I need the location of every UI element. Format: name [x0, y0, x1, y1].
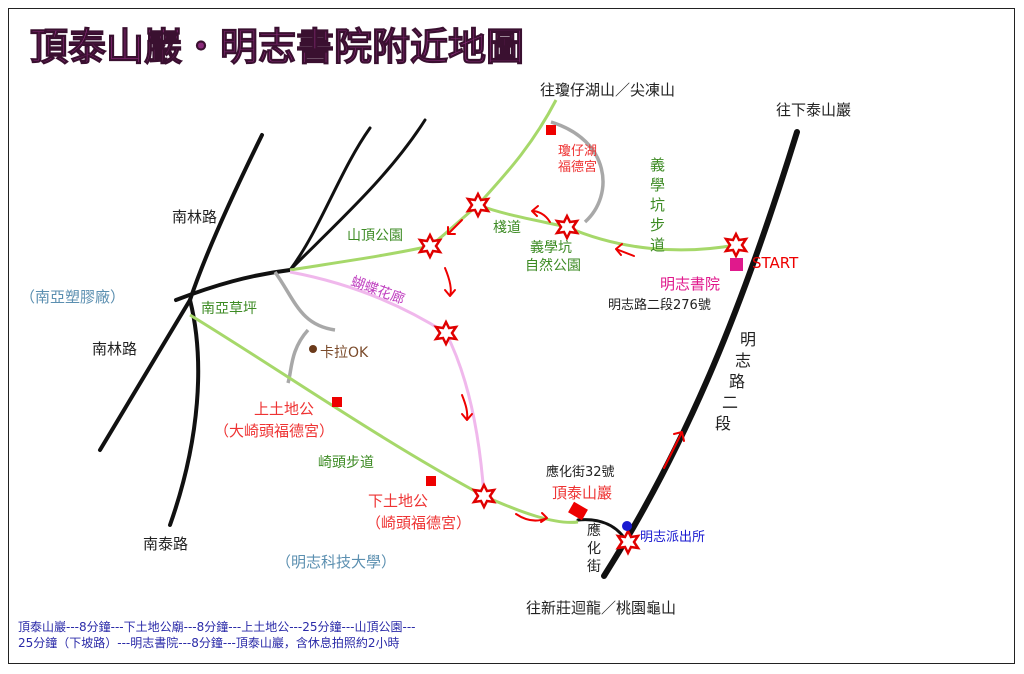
grey-spurs	[273, 120, 605, 384]
label-qiongzaihu-temple-1: 瓊仔湖	[558, 144, 597, 159]
arrow-mingzhi-up	[663, 431, 685, 469]
label-karaoke: 卡拉OK	[320, 345, 369, 361]
label-plank-road: 棧道	[493, 220, 521, 236]
nanlin-road-upper	[188, 133, 264, 302]
label-start: START	[752, 254, 799, 272]
star-marker-lower-tudigong	[471, 482, 497, 510]
label-lower-tudigong-2: （崎頭福德宮）	[366, 514, 471, 532]
trail-to-qiongzaihu	[476, 99, 558, 206]
label-mingzhi-univ: （明志科技大學）	[276, 553, 396, 571]
route-arrows	[444, 205, 685, 523]
label-to-xiataishan: 往下泰山巖	[776, 101, 851, 119]
star-marker-butterfly	[433, 319, 459, 347]
label-mingzhi-road: 明 志 路 二 段	[715, 330, 761, 433]
map-frame	[8, 8, 1015, 664]
arrow-plank-road	[531, 205, 551, 223]
arrow-down-2	[461, 394, 473, 421]
label-nantai-road: 南泰路	[143, 535, 188, 553]
arrow-to-dingtaishan	[515, 512, 548, 523]
qiongzaihu-temple-marker	[546, 125, 556, 135]
qiongzaihu-loop	[550, 120, 605, 224]
label-lower-tudigong-1: 下土地公	[368, 492, 428, 510]
label-upper-tudigong-1: 上土地公	[254, 400, 314, 418]
arrow-down-1	[444, 267, 456, 297]
nantai-road	[168, 298, 201, 527]
branch-road-1	[288, 126, 372, 272]
stop-markers	[417, 191, 749, 556]
karaoke-spur	[273, 270, 336, 384]
map-labels: 往瓊仔湖山／尖凍山 往下泰山巖 南林路 南林路 南泰路 （南亞塑膠廠） 南亞草坪…	[18, 81, 851, 650]
star-marker-police	[615, 528, 641, 556]
label-yixuekeng-park-2: 自然公園	[525, 257, 581, 274]
qitou-trail	[189, 313, 485, 498]
label-nanya-factory: （南亞塑膠廠）	[20, 288, 125, 306]
label-mingzhi-road-address: 明志路二段276號	[608, 297, 711, 313]
label-to-qiongzaihu: 往瓊仔湖山／尖凍山	[540, 81, 675, 99]
star-marker-mingzhi-academy	[723, 231, 749, 259]
label-yixuekeng-trail: 義 學 坑 步 道	[650, 156, 670, 254]
label-dingtaishan: 頂泰山巖	[552, 484, 612, 502]
dingtaishan-marker	[568, 501, 588, 521]
mingzhi-road	[601, 129, 800, 579]
label-yinghua-street: 應 化 街	[587, 522, 605, 575]
footer-line-2: 25分鐘（下坡路）---明志書院---8分鐘---頂泰山巖，含休息拍照約2小時	[18, 635, 400, 650]
upper-tudigong-marker	[332, 397, 342, 407]
police-station-marker	[622, 521, 632, 531]
branch-road-2	[288, 118, 427, 272]
star-marker-junction	[465, 191, 491, 219]
karaoke-marker	[309, 345, 317, 353]
arrow-to-yixuekeng	[615, 243, 635, 257]
site-markers	[309, 125, 743, 531]
label-summit-park: 山頂公園	[347, 228, 403, 244]
roads	[98, 118, 800, 579]
label-mingzhi-academy: 明志書院	[660, 275, 720, 293]
label-upper-tudigong-2: （大崎頭福德宮）	[214, 422, 334, 440]
star-marker-yixuekeng	[554, 213, 580, 241]
label-nanlin-road-bottom: 南林路	[92, 340, 137, 358]
label-nanlin-road-top: 南林路	[172, 208, 217, 226]
footer-line-1: 頂泰山巖---8分鐘---下土地公廟---8分鐘---上土地公---25分鐘--…	[18, 619, 415, 634]
label-butterfly-corridor: 蝴蝶花廊	[349, 273, 407, 308]
map-title: 頂泰山巖・明志書院附近地圖	[30, 25, 524, 69]
label-qiongzaihu-temple-2: 福德宮	[558, 159, 597, 175]
trail-nanya-summit	[289, 244, 431, 272]
label-yixuekeng-park-1: 義學坑	[530, 239, 572, 256]
arrow-summit	[447, 219, 463, 235]
trail-to-dingtaishan	[483, 494, 579, 524]
plank-road-trail	[477, 203, 568, 229]
nanlin-road-lower	[98, 298, 192, 452]
star-marker-summit	[417, 232, 443, 260]
label-police-station: 明志派出所	[640, 530, 705, 545]
label-qitou-trail: 崎頭步道	[318, 455, 374, 471]
butterfly-corridor-path	[289, 270, 486, 497]
label-yinghua-st-no: 應化街32號	[546, 464, 615, 480]
label-to-xinzhuang: 往新莊迴龍／桃園龜山	[526, 599, 676, 617]
yixuekeng-trail	[566, 225, 737, 252]
start-marker	[730, 258, 743, 271]
lower-tudigong-marker	[426, 476, 436, 486]
label-nanya-lawn: 南亞草坪	[201, 301, 257, 317]
nanya-road-east	[174, 268, 292, 302]
